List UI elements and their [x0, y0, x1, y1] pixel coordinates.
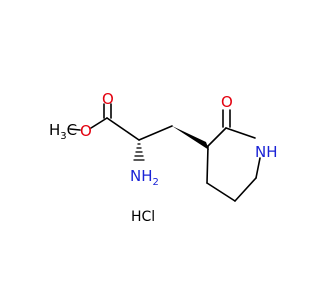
lactam-nh-label: NH — [255, 143, 278, 161]
methyl-label: H3C — [49, 121, 77, 142]
solid-wedge-bond — [172, 126, 209, 150]
ring-bond-c4-c3 — [206, 145, 209, 184]
bond-alpha-ch2 — [138, 125, 173, 141]
ring-bond-c2-n1 — [225, 127, 256, 139]
ring-bond-n1-c6 — [255, 157, 261, 179]
amine-label: NH2 — [130, 167, 159, 188]
methyl-h: H — [49, 121, 60, 139]
amine-subscript: 2 — [153, 177, 159, 188]
carbonyl-oxygen-label: O — [102, 90, 114, 108]
ring-bond-c5-c4 — [206, 182, 236, 202]
ring-bond-c3-c2 — [207, 127, 227, 147]
methyl-c: C — [67, 121, 77, 139]
lactam-oxygen-label: O — [221, 93, 233, 111]
methyl-subscript: 3 — [60, 131, 66, 142]
ester-bond-c-o — [90, 117, 108, 129]
hcl-salt-label: HCl — [131, 209, 155, 225]
bond-carbonyl-alpha — [106, 117, 140, 141]
ester-oxygen-label: O — [80, 122, 92, 140]
molecule-diagram: O O H3C NH2 O NH HCl — [49, 90, 278, 225]
hashed-wedge-bond — [133, 143, 145, 161]
amine-h: H — [141, 167, 152, 185]
structure-canvas: O O H3C NH2 O NH HCl — [49, 90, 278, 225]
ring-bond-c6-c5 — [234, 177, 257, 202]
ester-bond-o-ch3 — [69, 128, 81, 131]
amine-n: N — [130, 167, 141, 185]
